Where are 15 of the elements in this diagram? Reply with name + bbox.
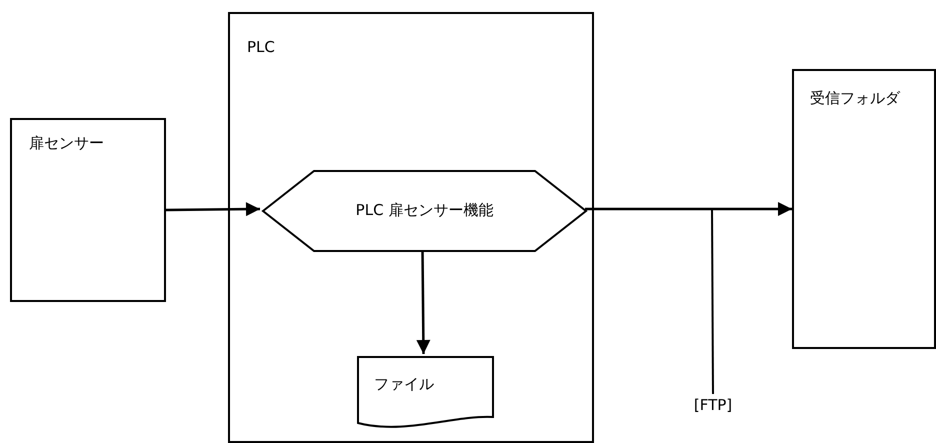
leader-line xyxy=(711,209,714,394)
folder-box xyxy=(792,69,936,349)
box-label: PLC xyxy=(247,38,275,56)
box-label: 扉センサー xyxy=(29,134,104,153)
arrow xyxy=(585,202,792,216)
process-hexagon xyxy=(262,170,587,252)
arrow xyxy=(416,250,430,354)
arrow xyxy=(166,202,260,216)
container-box xyxy=(228,12,594,443)
shape-label: PLC 扉センサー機能 xyxy=(354,201,494,220)
box-label: 受信フォルダ xyxy=(810,89,900,108)
shape-label: ファイル xyxy=(374,375,434,394)
sensor-box xyxy=(10,118,166,302)
protocol-label: [FTP] xyxy=(678,394,748,416)
document-shape xyxy=(357,356,494,431)
